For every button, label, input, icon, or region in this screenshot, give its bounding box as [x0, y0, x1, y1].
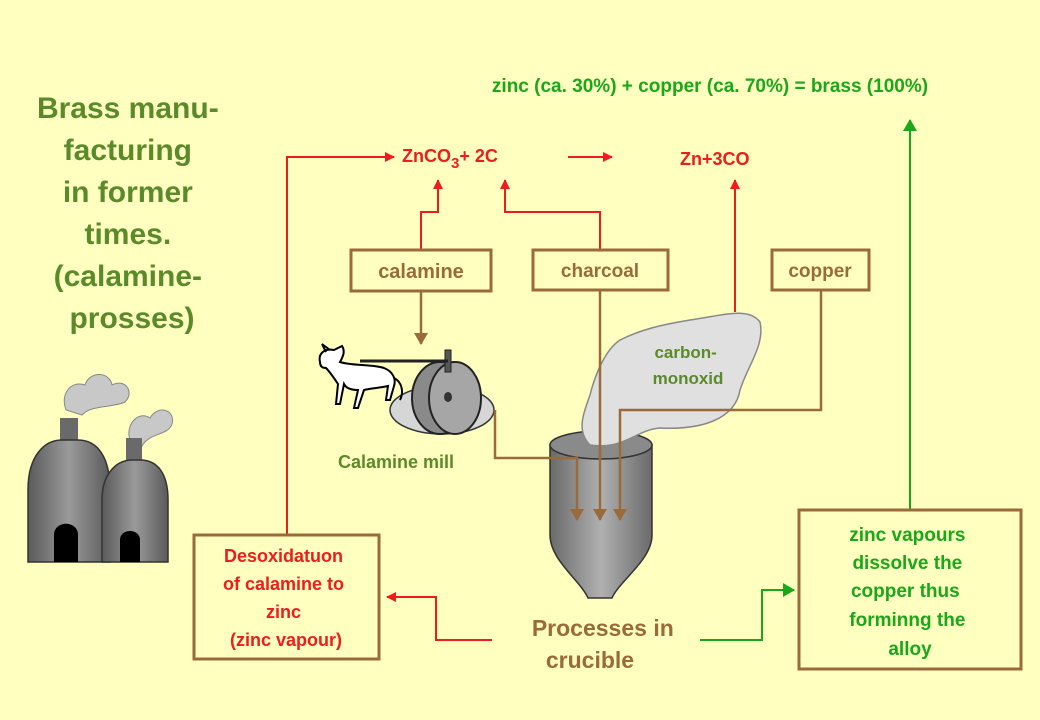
desox-line: (zinc vapour) [230, 630, 342, 650]
smoke-label-line: carbon- [654, 343, 716, 362]
page-title: Brass manu- facturing in former times. (… [37, 92, 227, 335]
calamine-to-reaction-arrow [420, 179, 443, 250]
desoxidation-box: Desoxidatuon of calamine to zinc (zinc v… [192, 533, 381, 661]
zinc-vapour-box: zinc vapours dissolve the copper thus fo… [797, 508, 1023, 671]
mill-label: Calamine mill [338, 452, 454, 472]
title-line: times. [84, 218, 171, 251]
mill-to-crucible-arrow [493, 410, 584, 521]
title-line: (calamine- [54, 260, 202, 293]
horse-mill-icon [318, 343, 495, 435]
reactant-text: ZnCO [402, 146, 451, 166]
crucible-to-desox-arrow [386, 592, 492, 641]
zinc-box-line: zinc vapours [849, 525, 965, 546]
copper-label: copper [788, 261, 852, 282]
zinc-vapour-text: zinc vapours dissolve the copper thus fo… [849, 525, 970, 660]
smoke-cloud [581, 312, 762, 447]
calamine-box: calamine [349, 248, 493, 293]
brass-equation: zinc (ca. 30%) + copper (ca. 70%) = bras… [492, 76, 928, 97]
zinc-box-line: dissolve the [852, 553, 962, 574]
charcoal-label: charcoal [561, 261, 639, 282]
desox-line: Desoxidatuon [224, 546, 343, 566]
calamine-label: calamine [378, 261, 464, 283]
crucible-label-line: Processes in [532, 615, 674, 641]
reactant-subscript: 3 [451, 155, 459, 172]
copper-to-crucible-arrow [613, 290, 823, 521]
zinc-loop-arrow [286, 152, 395, 535]
desoxidation-text: Desoxidatuon of calamine to zinc (zinc v… [223, 546, 349, 650]
zinc-box-line: alloy [888, 639, 932, 660]
reactant-text-2: + 2C [459, 146, 498, 166]
furnace-icon [27, 374, 174, 563]
title-line: in former [63, 176, 193, 209]
title-line: Brass manu- [37, 92, 219, 125]
reaction-product: Zn+3CO [680, 149, 750, 169]
reaction-reactants: ZnCO3+ 2C [402, 146, 498, 172]
carbon-monoxide-label: carbon- monoxid [653, 343, 724, 388]
zinc-box-line: forminng the [849, 610, 965, 631]
copper-box: copper [770, 248, 871, 292]
zinc-box-line: copper thus [851, 581, 960, 602]
crucible-label: Processes in crucible [532, 615, 680, 673]
charcoal-box: charcoal [531, 248, 670, 292]
desox-line: zinc [266, 602, 301, 622]
crucible-icon [549, 430, 653, 599]
crucible-label-line: crucible [546, 647, 634, 673]
title-line: prosses) [69, 302, 194, 335]
smoke-label-line: monoxid [653, 369, 724, 388]
title-line: facturing [64, 134, 192, 167]
crucible-to-alloy-arrow [700, 583, 795, 641]
charcoal-to-reaction-arrow [500, 179, 601, 250]
desox-line: of calamine to [223, 574, 344, 594]
